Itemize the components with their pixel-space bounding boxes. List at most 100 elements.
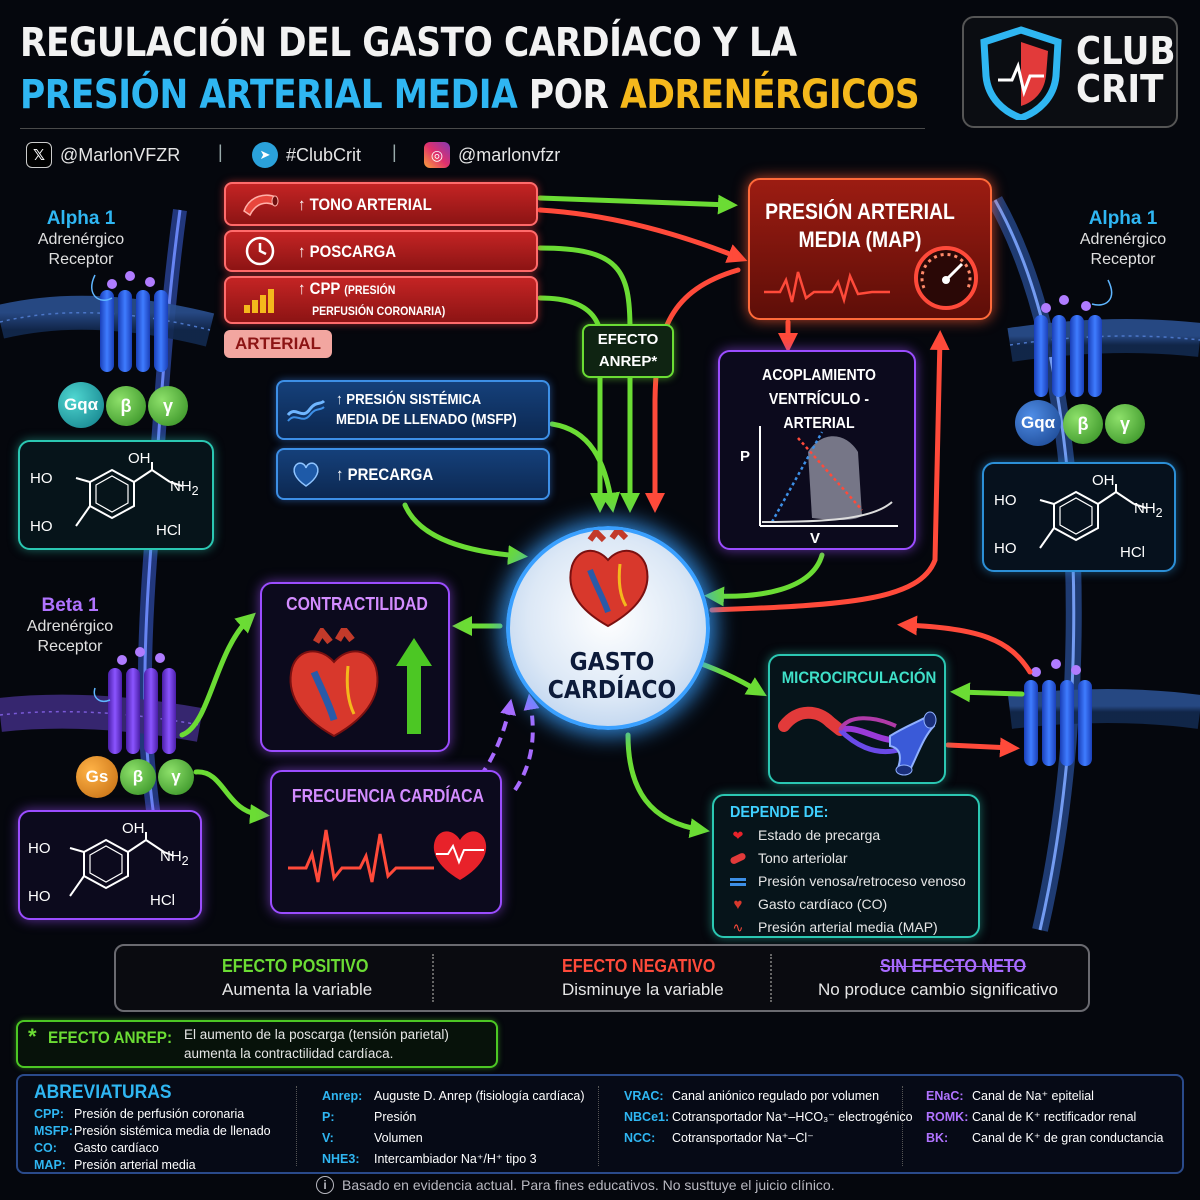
receptor-sub1: Adrenérgico <box>37 231 125 248</box>
map-title: PRESIÓN ARTERIAL MEDIA (MAP) <box>763 198 957 254</box>
microcirculation-title: MICROCIRCULACIÓN <box>781 668 937 687</box>
cpp-text: ↑ CPP <box>298 279 341 298</box>
abbr-value: Canal de K⁺ rectificador renal <box>972 1110 1137 1124</box>
molecule-nh2-label: NH2 <box>160 848 189 868</box>
ecg-icon: ∿ <box>732 920 744 935</box>
molecule-oh-label: OH <box>128 450 151 467</box>
axis-p-label: P <box>740 448 751 465</box>
map-title-line1: PRESIÓN ARTERIAL <box>765 199 955 224</box>
abbreviations-col3: VRAC:Canal aniónico regulado por volumen… <box>624 1086 913 1149</box>
abbr-value: Cotransportador Na⁺–Cl⁻ <box>672 1131 814 1145</box>
cardiac-output-line1: GASTO <box>569 647 655 676</box>
heart-icon <box>289 628 379 738</box>
social-twitter[interactable]: 𝕏 @MarlonVFZR <box>26 140 180 170</box>
bar-chart-icon <box>240 283 280 317</box>
social-twitter-handle: @MarlonVFZR <box>60 144 181 165</box>
coupling-title-line1: ACOPLAMIENTO <box>762 367 876 384</box>
list-item: Presión venosa/retroceso venoso <box>728 870 966 893</box>
msfp-line2: MEDIA DE LLENADO (MSFP) <box>336 411 517 428</box>
depends-on-list: ❤Estado de precarga Tono arteriolar Pres… <box>728 824 966 939</box>
alpha1-right-label: Alpha 1 Adrenérgico Receptor <box>1048 208 1198 270</box>
x-logo-icon: 𝕏 <box>26 142 52 168</box>
afterload-bar: ↑ POSCARGA <box>224 230 538 272</box>
social-telegram[interactable]: ➤ #ClubCrit <box>252 140 361 170</box>
abbr-value: Presión arterial media <box>74 1158 196 1172</box>
abbr-value: Presión <box>374 1110 417 1124</box>
depends-item-text: Tono arteriolar <box>758 850 848 866</box>
abbr-row: CO:Gasto cardíaco <box>34 1140 271 1157</box>
list-item: Tono arteriolar <box>728 847 966 870</box>
molecule-ho-label: HO <box>28 840 51 857</box>
abbr-value: Gasto cardíaco <box>74 1141 159 1155</box>
molecule-structure-icon <box>1039 484 1147 549</box>
cpp-detail-line1: (PRESIÓN <box>344 283 396 297</box>
social-telegram-handle: #ClubCrit <box>286 144 362 165</box>
heart-rate-box: FRECUENCIA CARDÍACA <box>270 770 502 914</box>
abbr-row: P: Presión <box>322 1107 585 1128</box>
abbreviations-col1: CPP:Presión de perfusión coronaria MSFP:… <box>34 1106 271 1174</box>
vessel-icon <box>728 851 748 866</box>
norepinephrine-box-left: OH HO HO NH2 HCl <box>18 440 214 550</box>
abbreviations-col2: Anrep:Auguste D. Anrep (fisiología cardí… <box>322 1086 585 1170</box>
legend-positive-title: EFECTO POSITIVO <box>222 956 369 976</box>
receptor-sub2: Receptor <box>48 251 114 268</box>
contractility-title: CONTRACTILIDAD <box>286 594 428 614</box>
nh-text: NH <box>160 848 182 865</box>
g-protein-alpha1-left: Gqα β γ <box>58 382 188 428</box>
depends-on-box: DEPENDE DE: ❤Estado de precarga Tono art… <box>712 794 980 938</box>
heart-icon: ❤ <box>732 828 744 843</box>
map-title-line2: MEDIA (MAP) <box>798 227 922 252</box>
coupling-title-line2: VENTRÍCULO - ARTERIAL <box>768 391 870 432</box>
abbr-key: ENaC: <box>926 1089 964 1103</box>
legend-neutral-title: SIN EFECTO NETO <box>880 956 1027 976</box>
abbr-key: VRAC: <box>624 1089 664 1103</box>
anrep-note-line1: El aumento de la poscarga (tensión parie… <box>184 1027 449 1042</box>
receptor-name: Beta 1 <box>41 595 99 616</box>
molecule-hcl-label: HCl <box>150 892 175 909</box>
abbr-key: P: <box>322 1110 335 1124</box>
ecg-wave-icon <box>288 829 434 883</box>
social-instagram[interactable]: ◎ @marlonvfzr <box>424 140 560 170</box>
social-separator: | <box>218 142 223 162</box>
abbreviations-title: ABREVIATURAS <box>34 1082 172 1103</box>
title-connector: POR <box>528 72 609 118</box>
beta-subunit: β <box>1063 404 1103 444</box>
molecule-ho-label: HO <box>994 540 1017 557</box>
anrep-note-line2: aumenta la contractilidad cardíaca. <box>184 1046 394 1061</box>
alpha1-right-receptor-shape <box>1034 295 1102 397</box>
abbr-divider <box>296 1086 297 1166</box>
contractility-box: CONTRACTILIDAD <box>260 582 450 752</box>
abbr-row: MAP:Presión arterial media <box>34 1157 271 1174</box>
gamma-subunit: γ <box>158 759 194 795</box>
abbr-value: Cotransportador Na⁺–HCO₃⁻ electrogénico <box>672 1110 913 1124</box>
cpp-text-group: ↑ CPP (PRESIÓN PERFUSIÓN CORONARIA) <box>298 279 445 321</box>
abbr-row: NHE3:Intercambiador Na⁺/H⁺ tipo 3 <box>322 1149 585 1170</box>
beta1-label: Beta 1 Adrenérgico Receptor <box>0 595 145 657</box>
title-highlight-adrenergic: ADRENÉRGICOS <box>620 72 920 118</box>
logo-text: CLUB CRIT <box>1076 32 1176 108</box>
msfp-bar: ↑ PRESIÓN SISTÉMICA MEDIA DE LLENADO (MS… <box>276 380 550 440</box>
anrep-note-box <box>16 1020 498 1068</box>
axis-v-label: V <box>810 530 821 547</box>
anrep-line2: ANREP* <box>598 353 658 370</box>
legend-divider <box>770 954 772 1002</box>
arterial-tone-bar: ↑ TONO ARTERIAL <box>224 182 538 226</box>
molecule-ho-label: HO <box>994 492 1017 509</box>
molecule-oh-label: OH <box>122 820 145 837</box>
pv-loop-graph <box>759 426 898 527</box>
molecule-ho-label: HO <box>28 888 51 905</box>
afterload-text: ↑ POSCARGA <box>298 241 397 261</box>
page-title-line2: PRESIÓN ARTERIAL MEDIA POR ADRENÉRGICOS <box>20 72 920 118</box>
instagram-icon: ◎ <box>424 142 450 168</box>
anrep-line1: EFECTO <box>597 331 659 348</box>
heart-rate-title: FRECUENCIA CARDÍACA <box>291 786 485 806</box>
gamma-subunit: γ <box>148 386 188 426</box>
molecule-nh2-label: NH2 <box>1134 500 1163 520</box>
molecule-hcl-label: HCl <box>156 522 181 539</box>
abbr-row: VRAC:Canal aniónico regulado por volumen <box>624 1086 913 1107</box>
abbr-value: Canal de K⁺ de gran conductancia <box>972 1131 1164 1145</box>
heart-icon <box>433 831 487 880</box>
beta1-receptor-shape <box>108 647 176 754</box>
abbr-key: ROMK: <box>926 1110 969 1124</box>
molecule-structure-icon <box>69 832 175 897</box>
